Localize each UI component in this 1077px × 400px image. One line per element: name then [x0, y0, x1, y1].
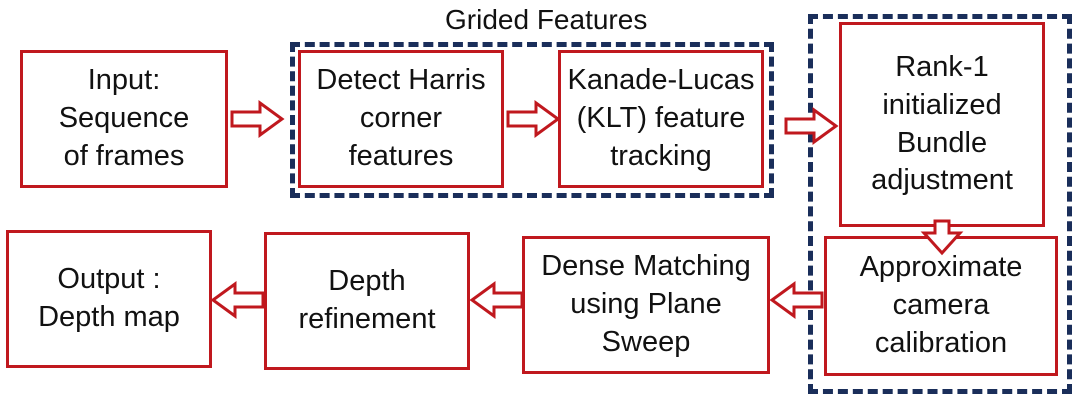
dense-matching-node: Dense Matching using Plane Sweep	[522, 236, 770, 374]
calibration-node: Approximate camera calibration	[824, 236, 1058, 376]
arrow-dense-to-refinement	[469, 281, 524, 319]
rank1-node: Rank-1 initialized Bundle adjustment	[839, 22, 1045, 227]
arrow-refinement-to-output	[210, 281, 265, 319]
harris-node: Detect Harris corner features	[298, 50, 504, 188]
grided-features-title: Grided Features	[445, 4, 648, 35]
grided-features-group	[290, 42, 774, 198]
output-node: Output : Depth map	[6, 230, 212, 368]
arrow-klt-to-rank1	[784, 107, 839, 145]
input-node: Input: Sequence of frames	[20, 50, 228, 188]
klt-node: Kanade-Lucas (KLT) feature tracking	[558, 50, 764, 188]
arrow-harris-to-klt	[506, 100, 561, 138]
depth-refinement-node: Depth refinement	[264, 232, 470, 370]
arrow-calibration-to-dense	[769, 281, 824, 319]
bundle-calibration-group	[808, 14, 1072, 394]
arrow-rank1-to-calibration	[920, 219, 964, 256]
arrow-input-to-harris	[230, 100, 285, 138]
